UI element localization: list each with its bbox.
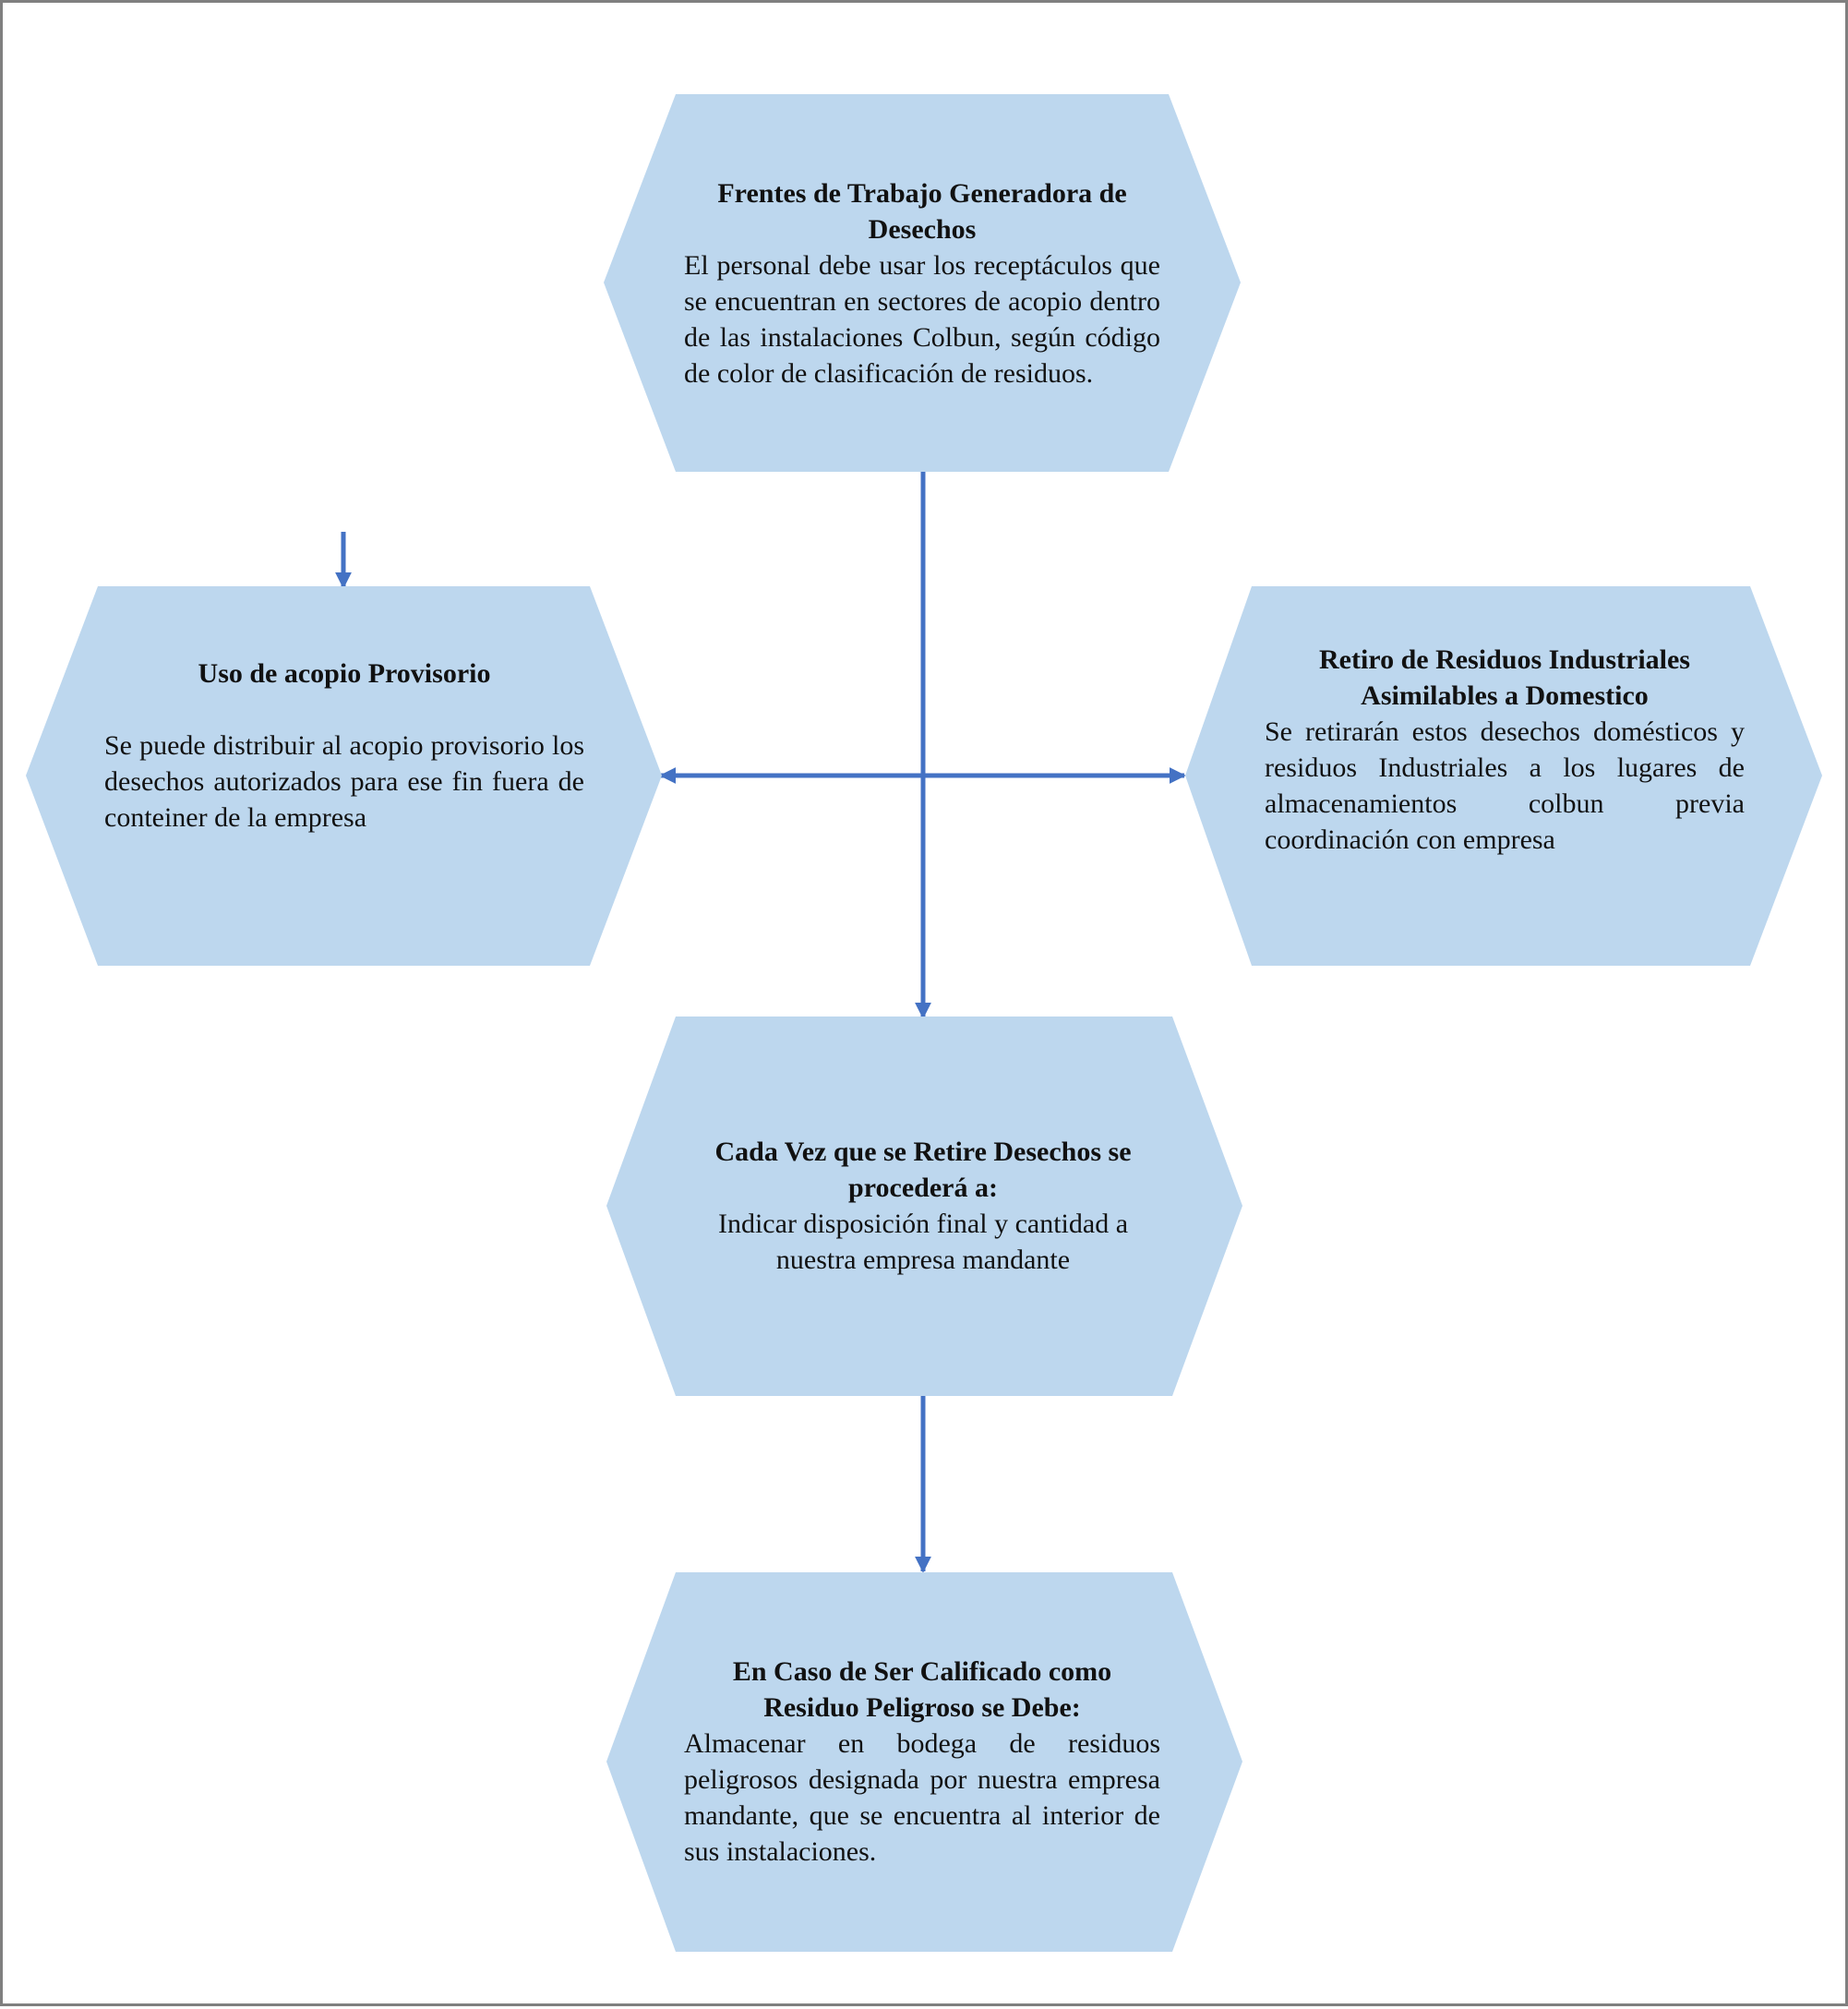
hexagon-shape bbox=[1185, 586, 1822, 966]
node-top-title: Frentes de Trabajo Generadora de Desecho… bbox=[717, 178, 1127, 245]
node-bottom-hexagon: En Caso de Ser Calificado como Residuo P… bbox=[606, 1572, 1242, 1952]
node-top-body: El personal debe usar los receptáculos q… bbox=[684, 250, 1160, 389]
node-right-title: Retiro de Residuos Industriales Asimilab… bbox=[1319, 644, 1690, 711]
node-middle-title: Cada Vez que se Retire Desechos se proce… bbox=[714, 1137, 1132, 1203]
node-bottom-title: En Caso de Ser Calificado como Residuo P… bbox=[732, 1656, 1112, 1723]
node-left-title: Uso de acopio Provisorio bbox=[198, 658, 491, 689]
node-middle-hexagon: Cada Vez que se Retire Desechos se proce… bbox=[606, 1017, 1242, 1396]
node-right-hexagon: Retiro de Residuos Industriales Asimilab… bbox=[1185, 586, 1822, 966]
node-top-hexagon: Frentes de Trabajo Generadora de Desecho… bbox=[604, 94, 1241, 472]
hexagon-shape bbox=[26, 586, 662, 966]
node-left-hexagon: Uso de acopio Provisorio Se puede distri… bbox=[26, 586, 662, 966]
node-middle-body: Indicar disposición final y cantidad a n… bbox=[717, 1209, 1129, 1275]
connectors bbox=[335, 471, 1186, 1573]
node-right-body: Se retirarán estos desechos domésticos y… bbox=[1265, 716, 1745, 855]
spacer bbox=[104, 692, 584, 728]
hexagon-shape bbox=[604, 94, 1241, 472]
node-bottom-body: Almacenar en bodega de residuos peligros… bbox=[684, 1728, 1160, 1867]
node-left-body: Se puede distribuir al acopio provisorio… bbox=[104, 730, 584, 833]
hexagon-shape bbox=[606, 1017, 1242, 1396]
hexagon-shape bbox=[606, 1572, 1242, 1952]
